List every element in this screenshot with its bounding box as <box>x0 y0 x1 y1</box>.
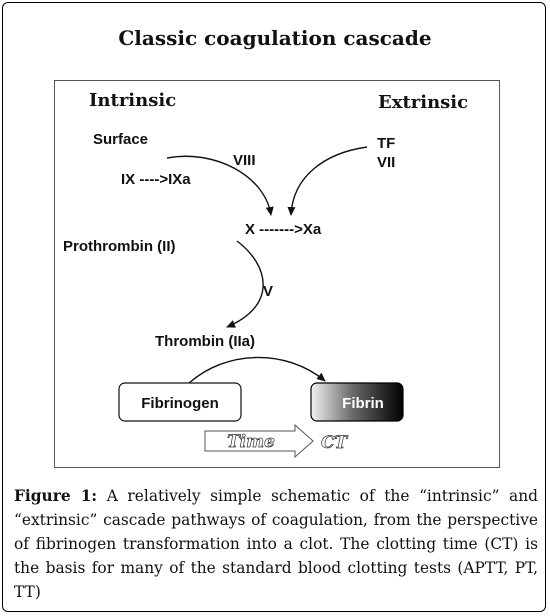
time-label: Time <box>227 432 275 452</box>
ct-label: CT <box>321 433 349 453</box>
prothrombin-arrow <box>226 240 264 328</box>
fibrin-box <box>310 382 404 422</box>
caption-label: Figure 1: <box>14 487 98 505</box>
extrinsic-label: Extrinsic <box>378 92 468 113</box>
intrinsic-arrow <box>166 155 274 216</box>
tf-label: TF <box>377 135 395 152</box>
extrinsic-arrow <box>287 146 368 216</box>
fibrinogen-label: Fibrinogen <box>141 395 219 412</box>
intrinsic-label: Intrinsic <box>89 90 176 111</box>
fibrin-label: Fibrin <box>342 395 384 412</box>
x-xa-label: X ------->Xa <box>245 221 322 238</box>
time-arrow-shape <box>204 423 314 459</box>
v-label: V <box>263 283 273 300</box>
ix-ixa-label: IX ---->IXa <box>121 171 191 188</box>
cascade-svg: Intrinsic Extrinsic Surface IX ---->IXa … <box>63 90 468 459</box>
caption-text: A relatively simple schematic of the “in… <box>14 487 538 601</box>
figure-title: Classic coagulation cascade <box>118 26 432 50</box>
surface-label: Surface <box>93 131 148 148</box>
thrombin-arrow <box>186 356 326 386</box>
prothrombin-label: Prothrombin (II) <box>63 238 176 255</box>
thrombin-label: Thrombin (IIa) <box>155 333 255 350</box>
viii-label: VIII <box>233 152 256 169</box>
cascade-diagram: Intrinsic Extrinsic Surface IX ---->IXa … <box>54 80 500 468</box>
figure-caption: Figure 1: A relatively simple schematic … <box>14 484 538 604</box>
fibrinogen-box <box>118 382 242 422</box>
vii-label: VII <box>377 154 395 171</box>
